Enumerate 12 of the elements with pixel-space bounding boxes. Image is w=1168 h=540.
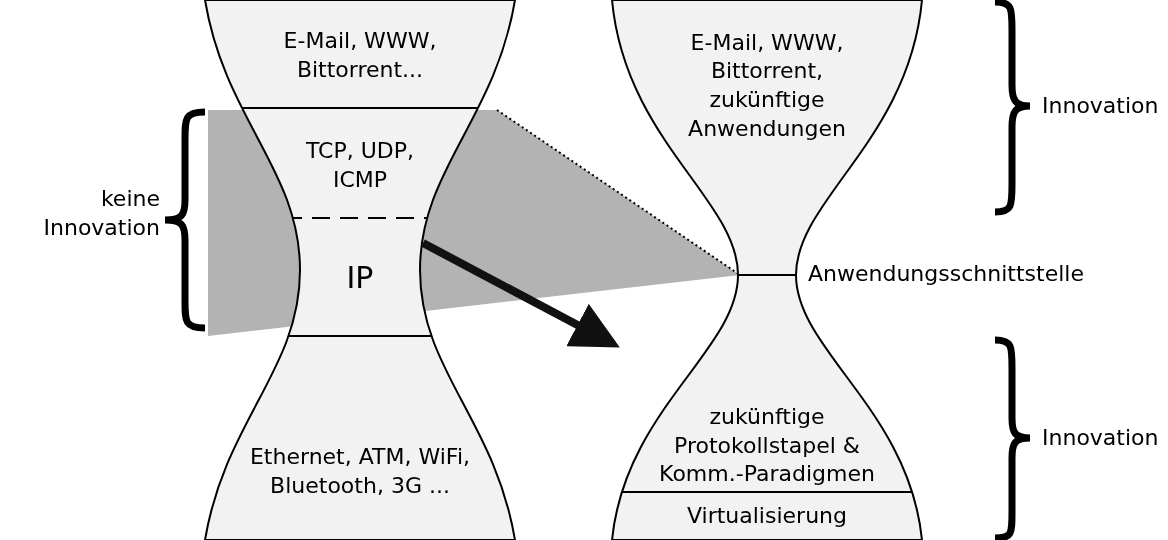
layer-label: Ethernet, ATM, WiFi, Bluetooth, 3G ... (222, 412, 498, 532)
arrow (421, 239, 620, 348)
layer-section: IP (302, 221, 418, 334)
annotation-text: Innovation (1042, 424, 1160, 452)
annotation-text: keine Innovation (42, 185, 160, 242)
annotation-text: Anwendungsschnittstelle (808, 260, 1085, 288)
layer-label: zukünftige Protokollstapel & Komm.-Paradigmen (642, 355, 892, 489)
layer-label: TCP, UDP, ICMP (280, 120, 440, 212)
annotation-text: Innovation (1042, 92, 1160, 120)
layer-label: Virtualisierung (640, 496, 894, 536)
layer-label: E-Mail, WWW, Bittorrent... (235, 8, 485, 104)
layer-label: E-Mail, WWW, Bittorrent, zukünftige Anwendungen (662, 6, 872, 166)
